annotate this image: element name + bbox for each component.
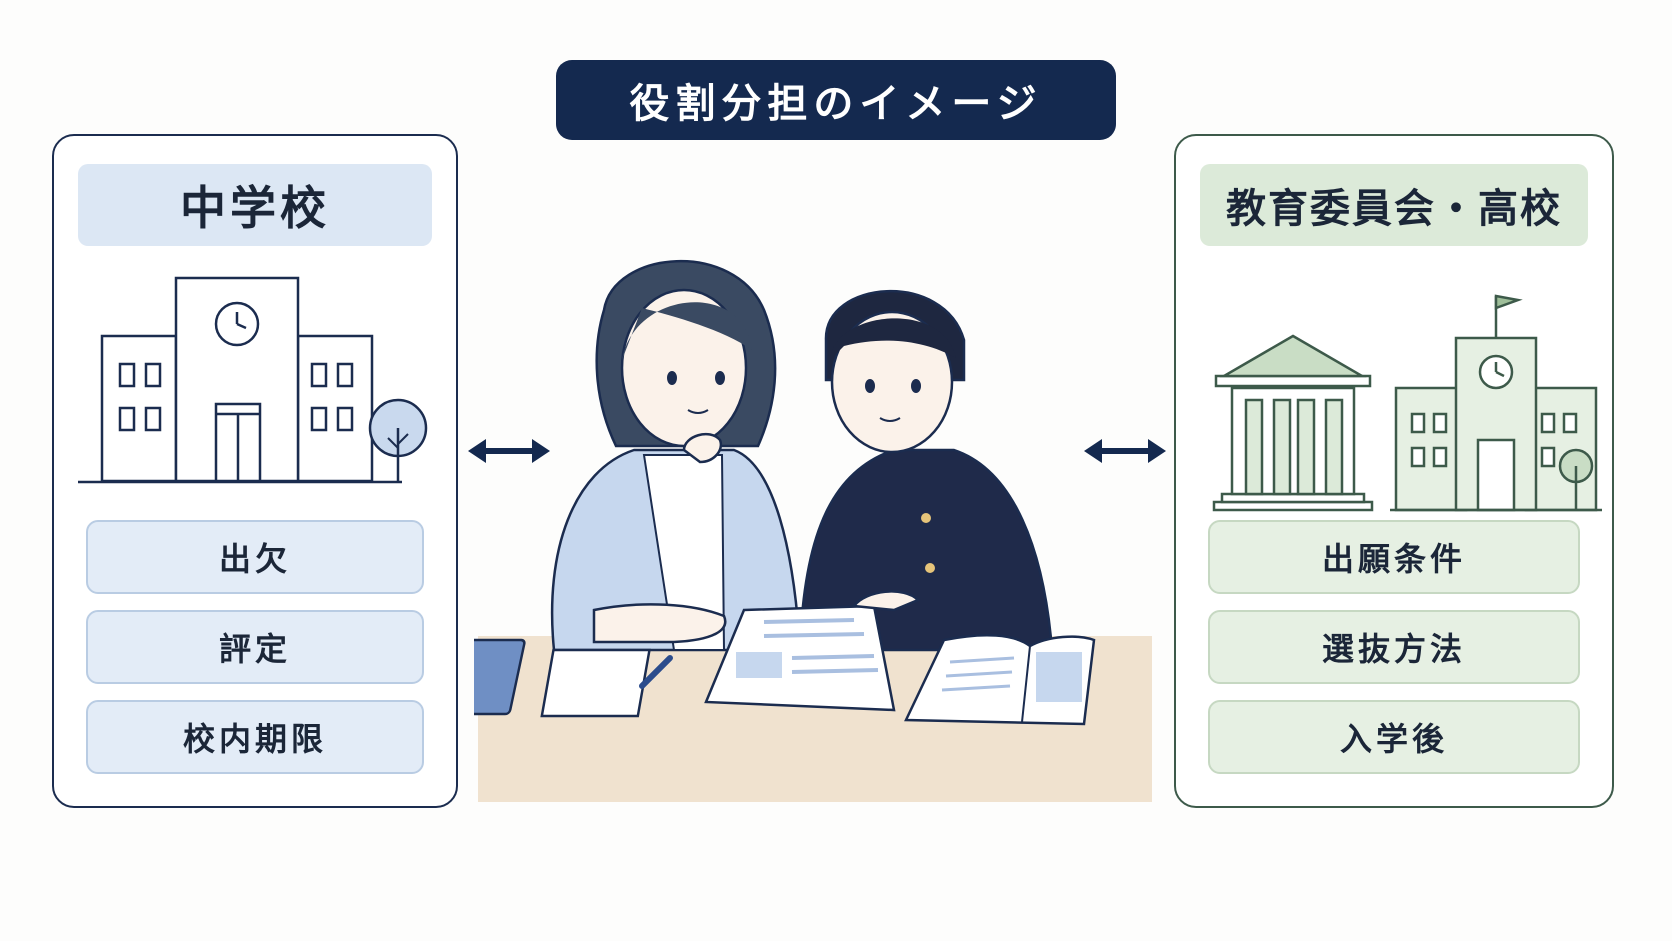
junior-high-items: 出欠 評定 校内期限 [86,520,424,774]
list-item: 出願条件 [1208,520,1580,594]
list-item: 校内期限 [86,700,424,774]
school-building-icon [54,276,460,520]
board-highschool-panel: 教育委員会・高校 [1174,134,1614,808]
government-and-school-icons [1176,276,1616,520]
consultation-illustration [384,250,1156,810]
list-item: 選抜方法 [1208,610,1580,684]
board-highschool-header: 教育委員会・高校 [1200,164,1588,246]
double-arrow-icon [1084,439,1166,463]
page-title: 役割分担のイメージ [556,60,1116,140]
list-item: 入学後 [1208,700,1580,774]
list-item: 出欠 [86,520,424,594]
double-arrow-icon [468,439,550,463]
high-school-building-icon [1390,294,1602,512]
board-highschool-items: 出願条件 選抜方法 入学後 [1208,520,1580,774]
junior-high-header: 中学校 [78,164,432,246]
government-building-icon [1212,334,1374,512]
junior-high-panel: 中学校 [52,134,458,808]
list-item: 評定 [86,610,424,684]
